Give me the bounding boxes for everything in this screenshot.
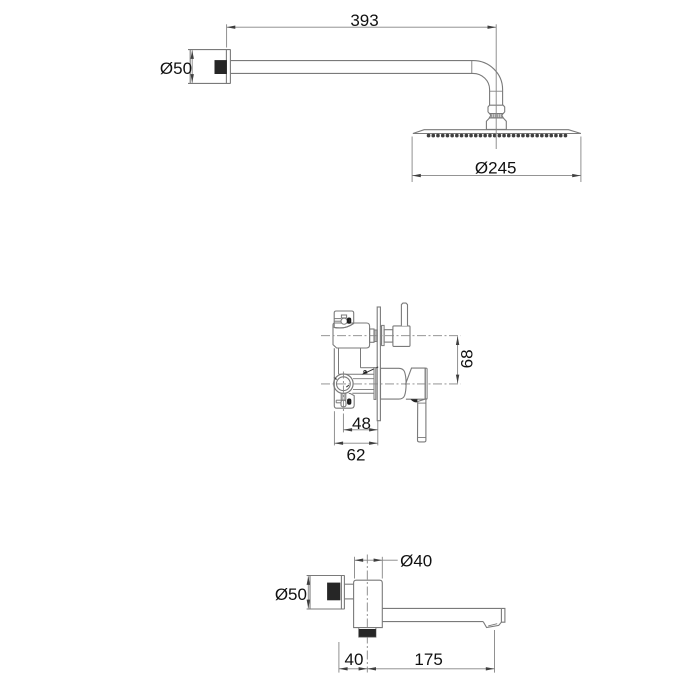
svg-text:62: 62 (347, 445, 366, 464)
svg-text:40: 40 (345, 650, 364, 669)
svg-text:393: 393 (350, 11, 378, 30)
svg-text:Ø40: Ø40 (400, 551, 432, 570)
svg-text:Ø245: Ø245 (475, 158, 517, 177)
svg-text:175: 175 (414, 650, 442, 669)
svg-text:68: 68 (458, 349, 477, 368)
svg-text:Ø50: Ø50 (160, 59, 192, 78)
svg-text:Ø50: Ø50 (275, 585, 307, 604)
svg-text:48: 48 (352, 414, 371, 433)
